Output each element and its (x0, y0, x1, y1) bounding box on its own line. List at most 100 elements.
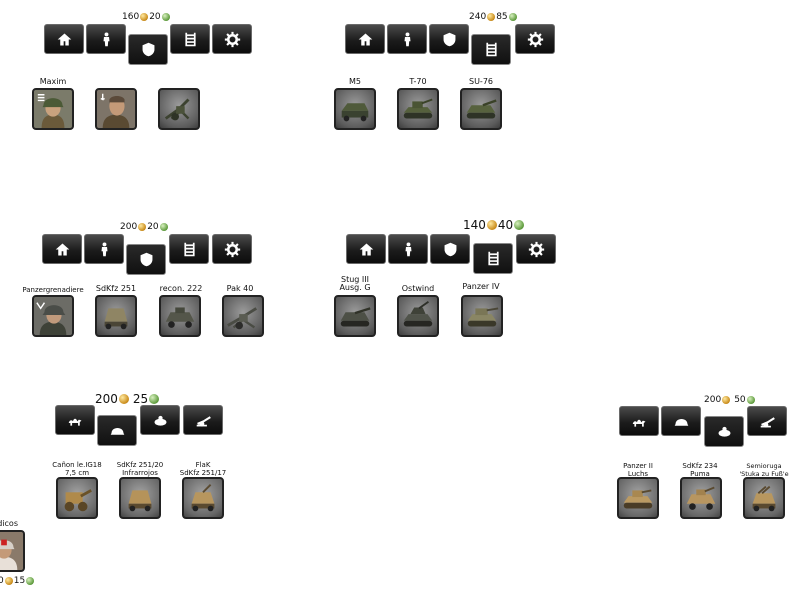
fuel-icon (149, 394, 160, 404)
unit-panzer2-luchs-button[interactable] (617, 477, 659, 519)
mine-icon (718, 426, 730, 437)
unit-ostwind-button[interactable] (397, 295, 439, 337)
unit-maxim-button[interactable] (32, 88, 74, 130)
unit-label: M5 (349, 77, 361, 86)
gear-icon (528, 241, 544, 257)
tab-support[interactable] (430, 234, 470, 264)
tab-armor[interactable] (473, 243, 513, 274)
unit-t70-button[interactable] (397, 88, 439, 130)
home-icon (359, 243, 373, 255)
unit-label: Maxim (39, 77, 67, 86)
tab-support[interactable] (128, 34, 168, 65)
tab-mine[interactable] (704, 416, 744, 447)
tab-armor[interactable] (169, 234, 209, 264)
home-icon (358, 33, 372, 45)
unit-stuka-zu-fuss-button[interactable] (743, 477, 785, 519)
tab-settings[interactable] (212, 234, 252, 264)
tab-home[interactable] (346, 234, 386, 264)
tab-artillery[interactable] (747, 406, 787, 436)
unit-label: dicos (0, 519, 18, 528)
officer-portrait-icon (97, 90, 135, 128)
manpower-cost: 200 (95, 392, 118, 406)
ladder-icon (184, 32, 196, 46)
unit-recon222-button[interactable] (159, 295, 201, 337)
ladder-icon (487, 251, 499, 266)
unit-medic-button[interactable] (0, 530, 25, 572)
tab-infantry[interactable] (84, 234, 124, 264)
fuel-cost: 50 (734, 395, 746, 405)
unit-label: SdKfz 251 (95, 284, 137, 293)
antitank-gun-icon (164, 98, 190, 121)
unit-antitank-gun-button[interactable] (158, 88, 200, 130)
manpower-cost: 240 (469, 12, 487, 22)
tab-armor[interactable] (170, 24, 210, 54)
home-icon (57, 33, 71, 45)
tab-helmet[interactable] (661, 406, 701, 436)
soldier-portrait-icon (34, 90, 72, 128)
tab-helmet[interactable] (97, 415, 137, 446)
gear-icon (224, 31, 240, 47)
ladder-icon (485, 42, 497, 57)
unit-stug3-button[interactable] (334, 295, 376, 337)
home-icon (55, 243, 69, 255)
fuel-icon (26, 577, 35, 585)
tab-settings[interactable] (515, 24, 555, 54)
unit-flak-sdkfz251-17-button[interactable] (182, 477, 224, 519)
shield-icon (443, 32, 455, 46)
unit-m5-button[interactable] (334, 88, 376, 130)
manpower-icon (4, 577, 13, 585)
tab-home[interactable] (42, 234, 82, 264)
tab-camel[interactable] (619, 406, 659, 436)
cost-display: 160 20 (122, 11, 170, 23)
shield-icon (140, 252, 152, 267)
unit-officer-button[interactable] (95, 88, 137, 130)
tab-home[interactable] (44, 24, 84, 54)
manpower-cost: 200 (120, 222, 138, 232)
tab-mine[interactable] (140, 405, 180, 435)
unit-panzergrenadiere-button[interactable] (32, 295, 74, 337)
unit-label: SU-76 (469, 77, 493, 86)
fuel-icon (161, 13, 170, 21)
unit-su76-button[interactable] (460, 88, 502, 130)
manpower-cost: 0 (0, 576, 4, 586)
shield-icon (444, 242, 456, 256)
unit-sdkfz251-button[interactable] (95, 295, 137, 337)
tab-infantry[interactable] (387, 24, 427, 54)
unit-label: T-70 (409, 77, 427, 86)
unit-panzer4-button[interactable] (461, 295, 503, 337)
unit-sdkfz234-puma-button[interactable] (680, 477, 722, 519)
gear-icon (527, 31, 543, 47)
fuel-icon (746, 396, 755, 404)
light-tank-icon (623, 489, 653, 509)
tab-support[interactable] (126, 244, 166, 275)
unit-pak40-button[interactable] (222, 295, 264, 337)
unit-leig18-button[interactable] (56, 477, 98, 519)
unit-sdkfz251-20-button[interactable] (119, 477, 161, 519)
manpower-cost: 200 (704, 395, 722, 405)
soldier-icon (101, 241, 107, 256)
tab-settings[interactable] (516, 234, 556, 264)
tab-armor[interactable] (471, 34, 511, 65)
manpower-icon (722, 396, 731, 404)
manpower-icon (487, 13, 496, 21)
grenadier-portrait-icon (34, 297, 72, 335)
tab-home[interactable] (345, 24, 385, 54)
halftrack-icon (191, 484, 215, 512)
tab-settings[interactable] (212, 24, 252, 54)
tab-infantry[interactable] (86, 24, 126, 54)
helmet-icon (674, 418, 688, 426)
fuel-cost: 40 (497, 218, 514, 232)
tab-support[interactable] (429, 24, 469, 54)
soldier-icon (405, 241, 411, 256)
cost-display: 140 40 (463, 218, 525, 232)
tab-camel[interactable] (55, 405, 95, 435)
tab-artillery[interactable] (183, 405, 223, 435)
fuel-cost: 20 (147, 222, 159, 232)
fuel-cost: 25 (132, 392, 149, 406)
medium-tank-icon (467, 307, 499, 327)
cost-display: 200 50 (704, 394, 755, 406)
tab-infantry[interactable] (388, 234, 428, 264)
